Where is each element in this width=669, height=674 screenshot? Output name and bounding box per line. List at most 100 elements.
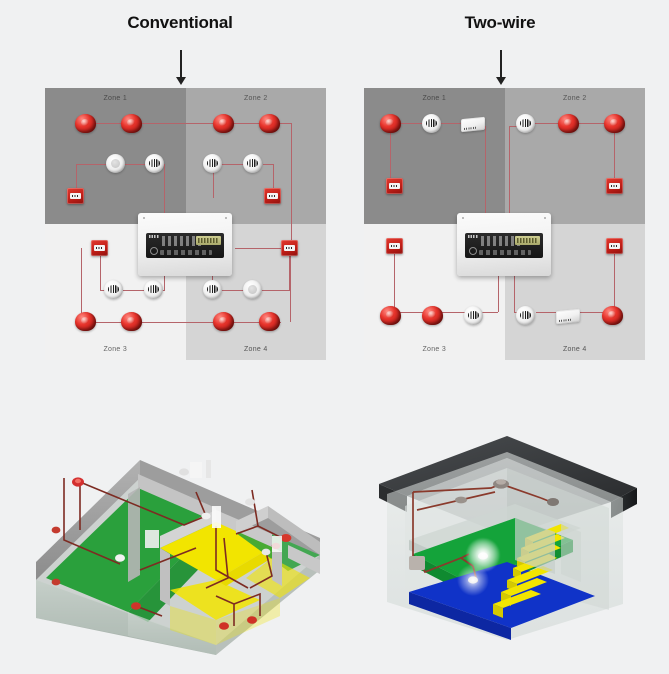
call-point-icon — [51, 578, 61, 586]
wire-segment — [440, 123, 463, 124]
door-icon — [272, 536, 282, 552]
keypad-button-row[interactable] — [479, 250, 531, 255]
call-point-icon[interactable] — [91, 240, 108, 256]
zone-label-2: Zone 2 — [562, 95, 587, 102]
detector-grille — [520, 311, 531, 319]
smoke-detector-icon[interactable] — [243, 280, 262, 299]
keypad-button-row[interactable] — [160, 250, 212, 255]
down-arrow-conventional — [176, 50, 186, 85]
smoke-detector-icon[interactable] — [464, 306, 483, 325]
wire-segment — [81, 322, 281, 323]
interface-module-icon — [409, 556, 425, 570]
call-point-icon — [51, 526, 61, 534]
wire-segment — [390, 123, 391, 179]
detector-grille — [111, 159, 120, 168]
zone-label-3: Zone 3 — [422, 346, 447, 353]
led-indicator-row — [481, 236, 523, 246]
wire-segment — [509, 126, 510, 216]
smoke-detector-icon[interactable] — [144, 280, 163, 299]
sounder-icon[interactable] — [380, 306, 401, 325]
detector-grille — [248, 285, 257, 294]
zone-label-1: Zone 1 — [103, 95, 128, 102]
sounder-icon[interactable] — [259, 114, 280, 133]
smoke-detector-icon[interactable] — [243, 154, 262, 173]
wire-segment — [235, 248, 292, 249]
key-switch-icon[interactable] — [150, 247, 158, 255]
detector-grille — [148, 285, 159, 293]
fire-alarm-control-panel[interactable] — [457, 213, 551, 276]
smoke-detector-icon[interactable] — [516, 306, 535, 325]
sounder-icon[interactable] — [121, 312, 142, 331]
smoke-detector-icon — [245, 498, 255, 506]
call-point-icon[interactable] — [386, 178, 403, 194]
door-icon — [206, 460, 211, 478]
call-point-icon[interactable] — [67, 188, 84, 204]
smoke-detector-icon[interactable] — [203, 280, 222, 299]
fire-alarm-control-panel[interactable] — [138, 213, 232, 276]
wire-segment — [534, 123, 560, 124]
wire-segment — [498, 258, 499, 312]
smoke-detector-icon[interactable] — [145, 154, 164, 173]
sounder-icon[interactable] — [213, 312, 234, 331]
sounder-icon[interactable] — [75, 312, 96, 331]
wire-segment — [76, 164, 106, 165]
smoke-detector-icon — [261, 548, 271, 556]
smoke-detector-icon[interactable] — [203, 154, 222, 173]
down-arrow-two-wire — [496, 50, 506, 85]
sounder-icon[interactable] — [121, 114, 142, 133]
brand-logo-icon — [468, 235, 478, 238]
door-icon — [212, 506, 221, 528]
sounder-icon[interactable] — [602, 306, 623, 325]
sounder-icon[interactable] — [558, 114, 579, 133]
page-title-two-wire: Two-wire — [464, 13, 536, 32]
call-point-plate — [389, 183, 400, 189]
smoke-detector-icon[interactable] — [104, 280, 123, 299]
wire-segment — [291, 123, 292, 248]
call-point-plate — [267, 193, 278, 199]
wire-segment — [289, 248, 290, 291]
detector-grille — [149, 159, 160, 167]
wire-segment — [213, 164, 214, 198]
sounder-icon[interactable] — [380, 114, 401, 133]
call-point-icon[interactable] — [264, 188, 281, 204]
sounder-icon[interactable] — [213, 114, 234, 133]
interface-module-icon[interactable] — [461, 116, 485, 133]
zone-panel-1: Zone 1 — [364, 88, 505, 224]
smoke-detector-icon — [201, 512, 211, 520]
wire-segment — [514, 258, 515, 312]
screw-icon — [143, 217, 145, 219]
wire-segment — [273, 164, 274, 198]
wire-segment — [578, 312, 606, 313]
sounder-icon[interactable] — [604, 114, 625, 133]
panel-faceplate — [465, 233, 543, 258]
smoke-detector-icon[interactable] — [422, 114, 441, 133]
call-point-icon[interactable] — [386, 238, 403, 254]
sounder-icon[interactable] — [259, 312, 280, 331]
call-point-icon[interactable] — [281, 240, 298, 256]
detector-grille — [247, 159, 258, 167]
wire-segment — [100, 248, 101, 290]
panel-faceplate — [146, 233, 224, 258]
call-point-icon[interactable] — [606, 178, 623, 194]
detector-grille — [207, 285, 218, 293]
diagram-two-wire: Zone 1 Zone 2 Zone 3 Zone 4 — [364, 88, 645, 360]
sounder-icon[interactable] — [75, 114, 96, 133]
smoke-detector-icon[interactable] — [516, 114, 535, 133]
detector-grille — [468, 311, 479, 319]
zone-label-2: Zone 2 — [243, 95, 268, 102]
sounder-icon — [547, 498, 559, 506]
lcd-screen — [196, 236, 221, 245]
detector-grille — [426, 119, 437, 127]
smoke-detector-icon[interactable] — [106, 154, 125, 173]
sounder-icon[interactable] — [422, 306, 443, 325]
wire-segment — [482, 312, 498, 313]
lcd-screen — [515, 236, 540, 245]
wire-segment — [123, 290, 144, 291]
wire-segment — [536, 312, 556, 313]
wire-segment — [394, 312, 424, 313]
key-switch-icon[interactable] — [469, 247, 477, 255]
call-point-icon[interactable] — [606, 238, 623, 254]
interface-module-icon[interactable] — [556, 308, 580, 325]
wire-segment — [125, 164, 145, 165]
door-icon — [190, 462, 202, 478]
